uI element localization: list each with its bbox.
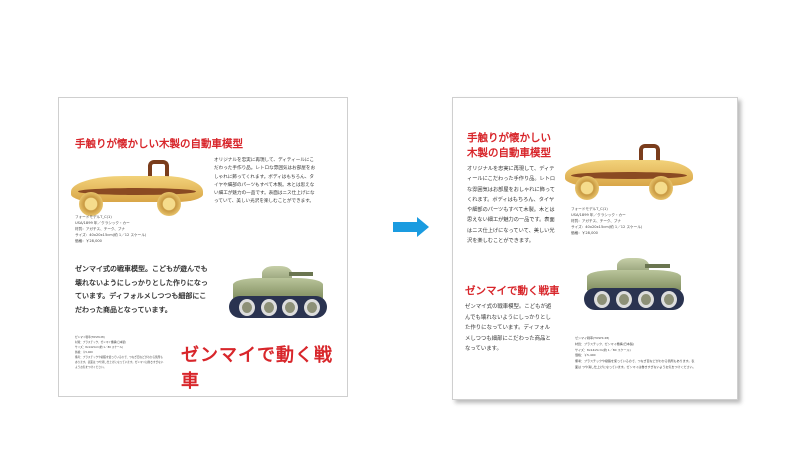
page-before: 手触りが懐かしい木製の自動車模型 フォードモデルT_C(1) USA/1899 … — [58, 97, 348, 397]
caption-line: 材質：プラスチック、ゼンマイ機構(日本製) — [575, 341, 635, 346]
tank-heading: ゼンマイで動く戦車 — [181, 345, 333, 392]
tank-image — [578, 258, 690, 314]
caption-line: 材質：アガチス、チーク、ブナ — [571, 219, 621, 223]
car-body: オリジナルを忠実に再現して、ディティールにこだわった手作り品。レトロな雰囲気はお… — [214, 158, 316, 205]
wooden-car-image — [71, 158, 203, 216]
caption-line: ゼンマイ戦車(TOSHI.28) — [575, 336, 610, 340]
car-heading: 手触りが懐かしい 木製の自動車模型 — [467, 131, 551, 161]
car-heading-line: 木製の自動車模型 — [467, 147, 551, 159]
caption-line: サイズ：8x14x5cm(約 1／80 スケール) — [575, 347, 631, 352]
tank-body: ゼンマイ式の戦車模型。こどもが遊んでも壊れないようにしっかりとした作りになってい… — [75, 265, 208, 314]
car-heading: 手触りが懐かしい木製の自動車模型 — [75, 138, 243, 150]
tank-heading: ゼンマイで動く戦車 — [465, 285, 560, 297]
wooden-car-image — [565, 142, 693, 200]
caption-line: 価格：￥5,400 — [75, 351, 93, 354]
caption-line: 材質：アガチス、チーク、ブナ — [75, 227, 125, 231]
caption-line: 備考：プラスチックや樹脂を使っているので、つなぎ目などがわかる箇所もあります。表… — [575, 359, 696, 369]
caption-line: フォードモデルT_C(1) — [75, 215, 112, 219]
caption-line: 価格：￥5,400 — [575, 353, 596, 358]
car-caption: フォードモデルT_C(1) USA/1899 年／クラシック・カー 材質：アガチ… — [75, 214, 215, 244]
caption-line: 材質：プラスチック、ゼンマイ機構(日本製) — [75, 341, 127, 344]
caption-line: 価格：￥28,000 — [571, 231, 598, 235]
page-after: 手触りが懐かしい 木製の自動車模型 オリジナルを忠実に再現して、ディティールにこ… — [452, 97, 738, 400]
car-body: オリジナルを忠実に再現して、ディティールにこだわった手作り品。レトロな雰囲気はお… — [467, 166, 556, 245]
caption-line: 価格：￥28,000 — [75, 239, 102, 243]
tank-caption: ゼンマイ戦車(TOSHI.28) 材質：プラスチック、ゼンマイ機構(日本製) サ… — [575, 336, 697, 371]
caption-line: USA/1899 年／クラシック・カー — [75, 221, 130, 225]
caption-line: ゼンマイ戦車(TOSHI.28) — [75, 336, 105, 339]
caption-line: USA/1899 年／クラシック・カー — [571, 213, 626, 217]
tank-body: ゼンマイ式の戦車模型。こどもが遊んでも壊れないようにしっかりとした作りになってい… — [465, 304, 552, 352]
car-heading-line: 手触りが懐かしい — [467, 132, 551, 144]
caption-line: 備考：プラスチックや樹脂を使っているので、つなぎ目などがわかる箇所もあります。表… — [75, 356, 164, 369]
car-caption: フォードモデルT_C(1) USA/1899 年／クラシック・カー 材質：アガチ… — [571, 206, 701, 236]
caption-line: フォードモデルT_C(1) — [571, 207, 608, 211]
caption-line: サイズ：40x20x15cm(約 1／12 スケール) — [75, 233, 147, 237]
tank-caption: ゼンマイ戦車(TOSHI.28) 材質：プラスチック、ゼンマイ機構(日本製) サ… — [75, 335, 165, 370]
arrow-right-icon — [393, 217, 429, 237]
caption-line: サイズ：8x14x5cm(約 1／80 スケール) — [75, 346, 124, 349]
caption-line: サイズ：40x20x15cm(約 1／12 スケール) — [571, 225, 643, 229]
tank-image — [224, 266, 332, 322]
